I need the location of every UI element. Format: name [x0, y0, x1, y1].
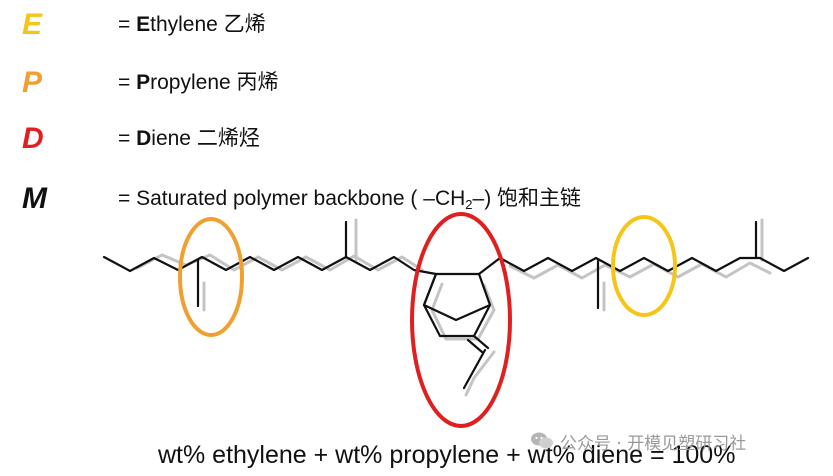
chain-right-segment — [477, 256, 810, 276]
weight-percent-equation: wt% ethylene + wt% propylene + wt% diene… — [158, 441, 736, 469]
propylene-highlight — [178, 217, 244, 337]
chain-left-segment — [102, 255, 438, 276]
legend-row-backbone: M = Saturated polymer backbone ( –CH2–) … — [0, 179, 833, 219]
legend-desc-ethylene: = Ethylene 乙烯 — [118, 13, 266, 36]
legend-row-ethylene: E = Ethylene 乙烯 — [0, 5, 833, 45]
legend-desc-backbone: = Saturated polymer backbone ( –CH2–) 饱和… — [118, 187, 582, 212]
legend-row-propylene: P = Propylene 丙烯 — [0, 63, 833, 103]
ring-bridge — [422, 303, 492, 322]
legend-desc-diene: = Diene 二烯烃 — [118, 127, 260, 150]
polymer-chain — [102, 220, 810, 390]
legend-letter-d: D — [22, 122, 44, 155]
legend-row-diene: D = Diene 二烯烃 — [0, 119, 833, 159]
legend-letter-e: E — [22, 8, 43, 41]
chain-shadow — [135, 218, 772, 397]
diene-highlight — [410, 212, 512, 428]
ethylene-highlight — [611, 215, 677, 317]
ethylidene-methyl — [462, 348, 487, 390]
watermark-text: 公众号 · 开模见塑研习社 — [560, 433, 747, 454]
wechat-icon — [530, 431, 554, 451]
ethylidene-double-1 — [472, 334, 490, 350]
watermark: 公众号 · 开模见塑研习社 — [530, 426, 746, 456]
ethylidene-double-2 — [466, 338, 484, 354]
legend-desc-propylene: = Propylene 丙烯 — [118, 71, 279, 94]
ring-bridge-left — [422, 272, 438, 307]
legend-letter-p: P — [22, 66, 43, 99]
legend-letter-m: M — [22, 182, 47, 215]
